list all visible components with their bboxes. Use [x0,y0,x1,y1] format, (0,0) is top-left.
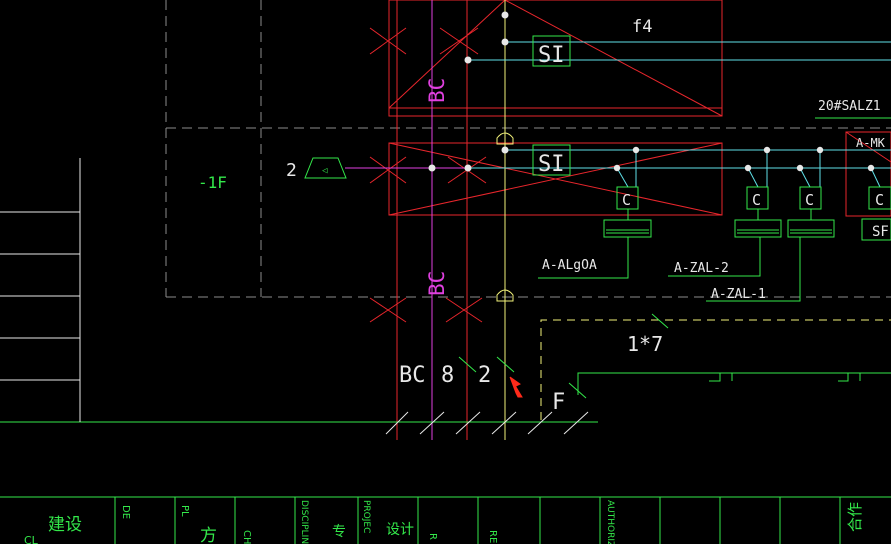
label-breaker-2: C [752,191,761,209]
speaker-icon: ◁ [322,166,328,176]
label-a-zal-2: A-ZAL-2 [674,261,729,276]
left-scale [0,158,81,422]
label-si-top: SI [538,43,565,68]
title-block-cell-4: CH [241,530,252,544]
title-block-cell-6: PROJEC [361,500,371,533]
yellow-riser [496,0,514,440]
terminal-hatching [606,229,832,234]
label-bc-lower: BC [425,271,449,296]
label-sf: SF [872,224,889,240]
si-box-middle [532,144,571,176]
label-breaker-3: C [805,191,814,209]
magenta-riser [345,0,467,440]
riser-junction-dots [428,11,509,172]
label-a-algoa: A-ALgOA [542,258,597,273]
label-count-8: 8 [441,363,454,388]
drawing-labels: f4 SI SI 20#SALZ1 A-MK -1F 2 ◁ BC BC C C… [198,17,889,415]
slash-ticks [385,313,669,435]
terminal-block-1 [603,219,652,238]
middle-enclosure-box [388,142,723,216]
title-block-cell-3b: PL [179,505,190,517]
title-block-cell-8: RE [487,530,498,543]
title-block-cell-6b: 设计 [386,522,414,538]
title-block-cell-7: R [427,533,438,540]
label-plug-count: 2 [286,160,297,181]
label-breaker-1: C [622,191,631,209]
title-block-cell-3: 方 [200,526,217,544]
title-block: 建设 CL DE 方 PL CH DISCIPLIN 专 PROJEC 设计 R… [24,500,864,544]
green-elements [0,35,891,544]
cyan-bus [468,41,891,188]
label-a-zal-1: A-ZAL-1 [711,287,766,302]
label-bc-upper: BC [425,78,449,103]
label-bc-bottom: BC [399,363,426,388]
label-f4: f4 [632,17,652,37]
title-block-cell-1b: CL [24,534,39,544]
title-block-cell-2: DE [120,505,131,519]
upper-enclosure-box [388,0,723,117]
label-floor: -1F [198,173,227,192]
label-f: F [552,390,565,415]
title-block-cell-5b: 专 [332,524,346,540]
label-si-middle: SI [538,152,565,177]
red-structure [369,0,891,440]
sf-box [861,218,891,241]
yellow-dashed-boundary [540,319,891,420]
label-count-2: 2 [478,363,491,388]
si-box-top [532,35,571,67]
label-salz1: 20#SALZ1 [818,99,881,114]
breaker-box-4 [868,186,891,210]
cursor-arrow-icon [509,376,523,398]
terminal-block-2 [734,219,782,238]
title-block-cell-9: AUTHORIZ [605,500,615,544]
cyan-dots [613,146,875,172]
title-block-cell-1: 建设 [48,515,82,535]
right-panel-box [845,131,891,217]
label-a-mk: A-MK [856,136,886,150]
label-breaker-4: C [875,191,884,209]
terminal-block-3 [787,219,835,238]
grey-dashed-guides [165,0,891,298]
title-block-cell-5: DISCIPLIN [299,500,309,544]
label-quantity: 1*7 [627,332,663,356]
plug-symbol [304,157,347,179]
title-block-cell-10: 合作 [846,502,864,532]
